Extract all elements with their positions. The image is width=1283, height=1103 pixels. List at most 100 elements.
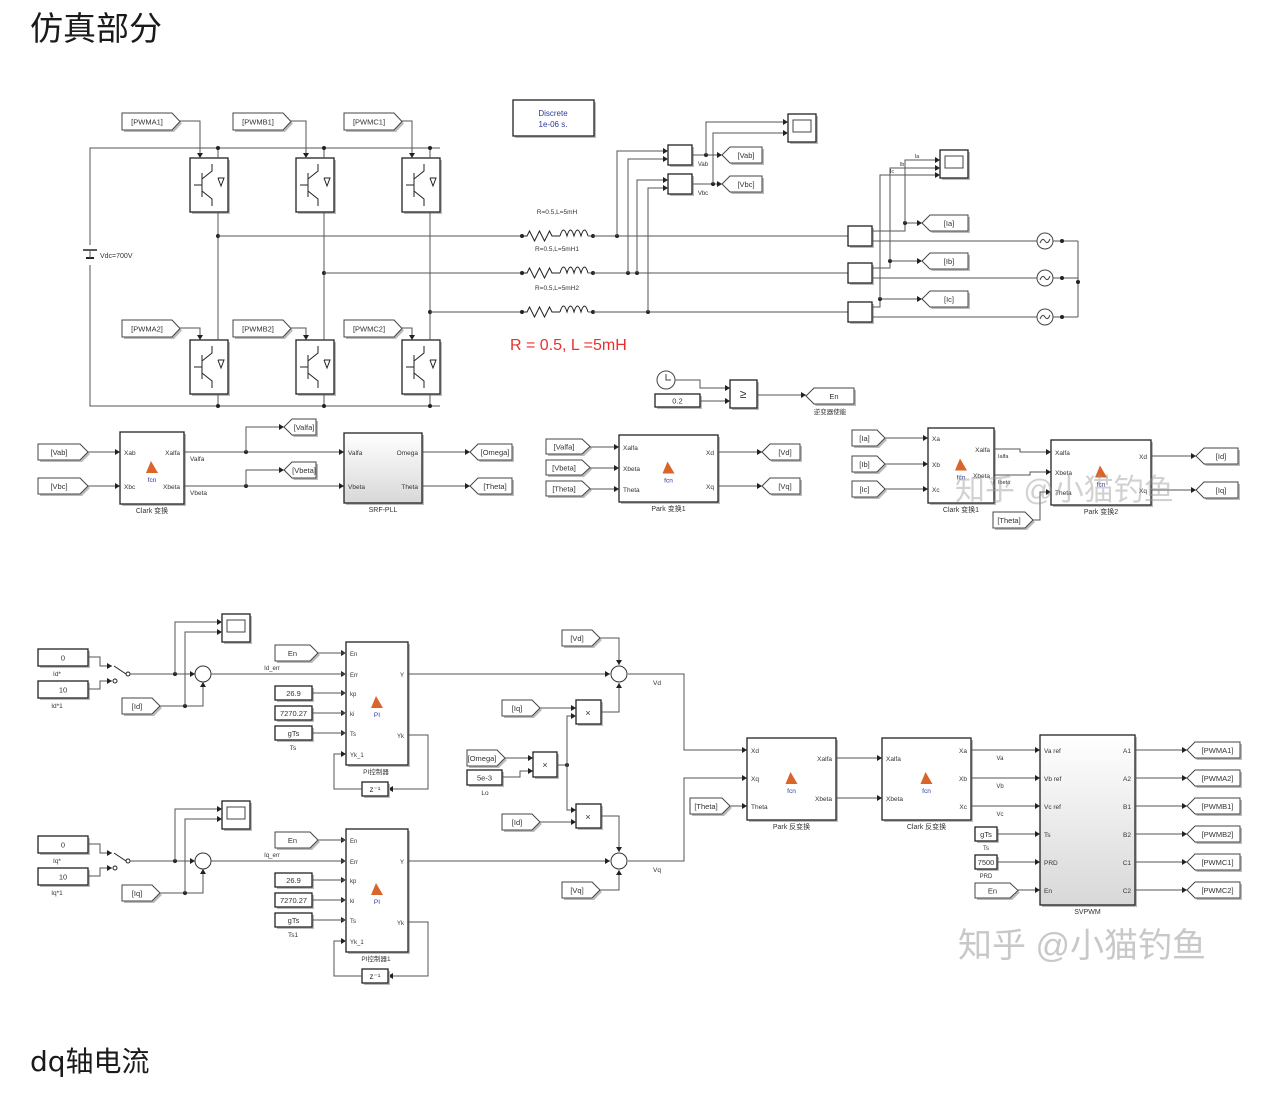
label: En [988,887,997,896]
label: [Iq] [132,889,142,898]
from-tag[interactable] [545,459,591,476]
from-tag[interactable] [545,480,591,497]
goto-tag[interactable] [761,443,801,461]
current-measurement-block[interactable] [847,301,873,323]
from-tag[interactable] [121,884,161,902]
label: Iq*1 [51,890,63,897]
arrowhead [783,119,788,125]
switch-icon[interactable] [113,852,127,862]
matlab-function-icon [371,696,383,708]
arrowhead [663,156,668,162]
pwm-from-tag[interactable] [232,112,292,131]
from-tag[interactable] [689,797,731,815]
sum-block[interactable] [610,852,628,870]
arrowhead [107,678,112,684]
sum-block[interactable] [194,665,212,683]
arrowhead [388,973,393,979]
arrowhead [465,449,470,455]
from-tag[interactable] [561,629,601,647]
label: Park 变换1 [651,504,685,513]
from-tag[interactable] [121,697,161,715]
from-tag[interactable] [851,455,886,473]
arrowhead [115,449,120,455]
from-tag[interactable] [501,699,541,717]
current-measurement-block[interactable] [847,262,873,284]
switch-icon[interactable] [113,665,127,675]
goto-tag[interactable] [721,175,763,193]
signal-line [994,448,1051,453]
current-measurement-block[interactable] [847,225,873,247]
goto-tag[interactable] [921,214,969,232]
pwm-from-tag[interactable] [121,319,181,338]
goto-tag[interactable] [1195,481,1239,499]
product-block[interactable] [575,699,602,725]
from-tag[interactable] [274,831,319,849]
from-tag[interactable] [37,477,89,495]
label: En [829,392,838,401]
from-tag[interactable] [851,480,886,498]
resistor-icon [522,229,560,243]
product-block[interactable] [532,751,558,778]
label: [PWMB1] [1202,802,1234,811]
arrowhead [1035,747,1040,753]
goto-tag[interactable] [469,477,513,495]
pwm-goto-tag[interactable] [1186,741,1241,759]
goto-tag[interactable] [283,461,317,479]
from-tag[interactable] [992,511,1034,529]
label: Ialfa [998,454,1009,460]
from-tag[interactable] [274,644,319,662]
from-tag[interactable] [974,882,1019,899]
sine-wave-icon [1039,275,1051,281]
label: [PWMB1] [242,118,274,127]
pwm-from-tag[interactable] [121,112,181,131]
pwm-from-tag[interactable] [232,319,292,338]
signal-line [616,150,668,236]
signal-line [291,327,307,340]
goto-tag[interactable] [1195,447,1239,465]
pwm-goto-tag[interactable] [1186,769,1241,787]
product-block[interactable] [575,803,602,829]
from-tag[interactable] [561,881,601,899]
goto-tag[interactable] [283,418,317,436]
label: 0 [61,841,65,850]
pwm-from-tag[interactable] [343,319,403,338]
sum-block[interactable] [610,665,628,683]
pwm-goto-tag[interactable] [1186,825,1241,843]
goto-tag[interactable] [469,443,513,461]
from-tag[interactable] [466,749,506,767]
signal-line [184,631,222,706]
goto-tag[interactable] [761,477,801,495]
svpwm-subsystem[interactable] [1039,734,1136,906]
from-tag[interactable] [851,429,886,447]
voltage-measurement-block[interactable] [667,173,693,195]
goto-tag[interactable] [721,146,763,164]
pwm-goto-tag[interactable] [1186,881,1241,899]
arrowhead [190,671,195,677]
compare-block[interactable] [729,379,758,409]
signal-line [566,715,576,765]
arrowhead [217,629,222,635]
enable-goto-tag[interactable] [805,387,855,405]
from-tag[interactable] [545,438,591,455]
powergui-block[interactable] [512,99,595,137]
label: [Vab] [51,448,68,457]
from-tag[interactable] [501,813,541,831]
label: 0 [61,654,65,663]
arrowhead [190,858,195,864]
label: En [350,839,357,845]
pwm-goto-tag[interactable] [1186,797,1241,815]
label: [Omega] [468,754,497,763]
label: Xd [751,748,759,755]
from-tag[interactable] [37,443,89,461]
pwm-from-tag[interactable] [343,112,403,131]
srf-pll-subsystem[interactable] [343,432,423,504]
goto-tag[interactable] [921,252,969,270]
sum-block[interactable] [194,852,212,870]
voltage-measurement-block[interactable] [667,144,693,166]
arrowhead [303,153,309,158]
igbt-emitter-icon [307,372,319,388]
label: Yk [397,921,405,927]
arrowhead [917,220,922,226]
pwm-goto-tag[interactable] [1186,853,1241,871]
goto-tag[interactable] [921,290,969,308]
